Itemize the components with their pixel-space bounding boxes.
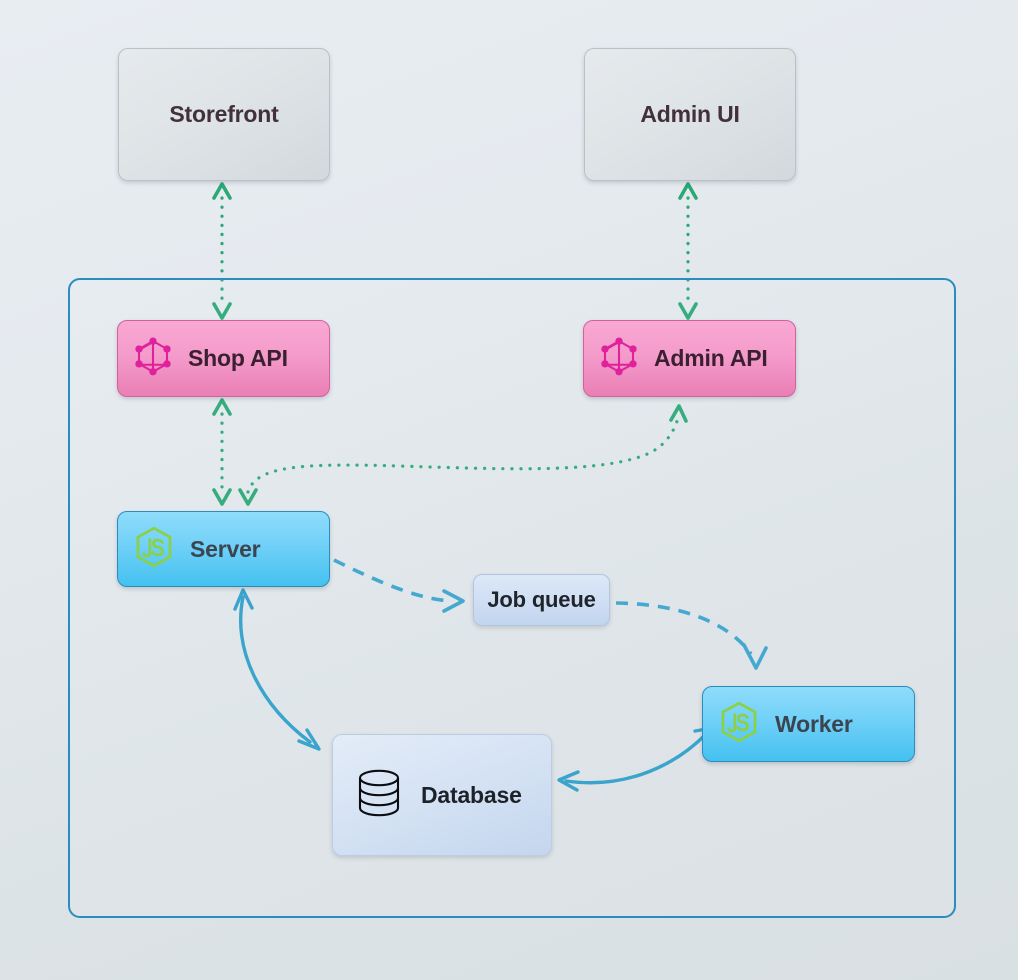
node-admin-api-label: Admin API	[654, 345, 768, 371]
nodejs-icon	[717, 700, 761, 749]
graphql-icon	[598, 335, 640, 382]
node-admin-api[interactable]: Admin API	[583, 320, 796, 397]
node-admin-ui[interactable]: Admin UI	[584, 48, 796, 181]
graphql-icon	[132, 335, 174, 382]
nodejs-icon	[132, 525, 176, 574]
node-shop-api-label: Shop API	[188, 345, 288, 371]
node-shop-api[interactable]: Shop API	[117, 320, 330, 397]
node-job-queue-label: Job queue	[487, 587, 596, 612]
node-job-queue[interactable]: Job queue	[473, 574, 610, 626]
node-storefront[interactable]: Storefront	[118, 48, 330, 181]
node-admin-ui-label: Admin UI	[640, 101, 740, 127]
node-database-label: Database	[421, 781, 522, 808]
database-cylinder-icon	[355, 767, 403, 824]
node-database[interactable]: Database	[332, 734, 552, 856]
node-server[interactable]: Server	[117, 511, 330, 587]
node-storefront-label: Storefront	[169, 101, 279, 127]
node-server-label: Server	[190, 535, 261, 562]
node-worker-label: Worker	[775, 710, 853, 737]
node-worker[interactable]: Worker	[702, 686, 915, 762]
